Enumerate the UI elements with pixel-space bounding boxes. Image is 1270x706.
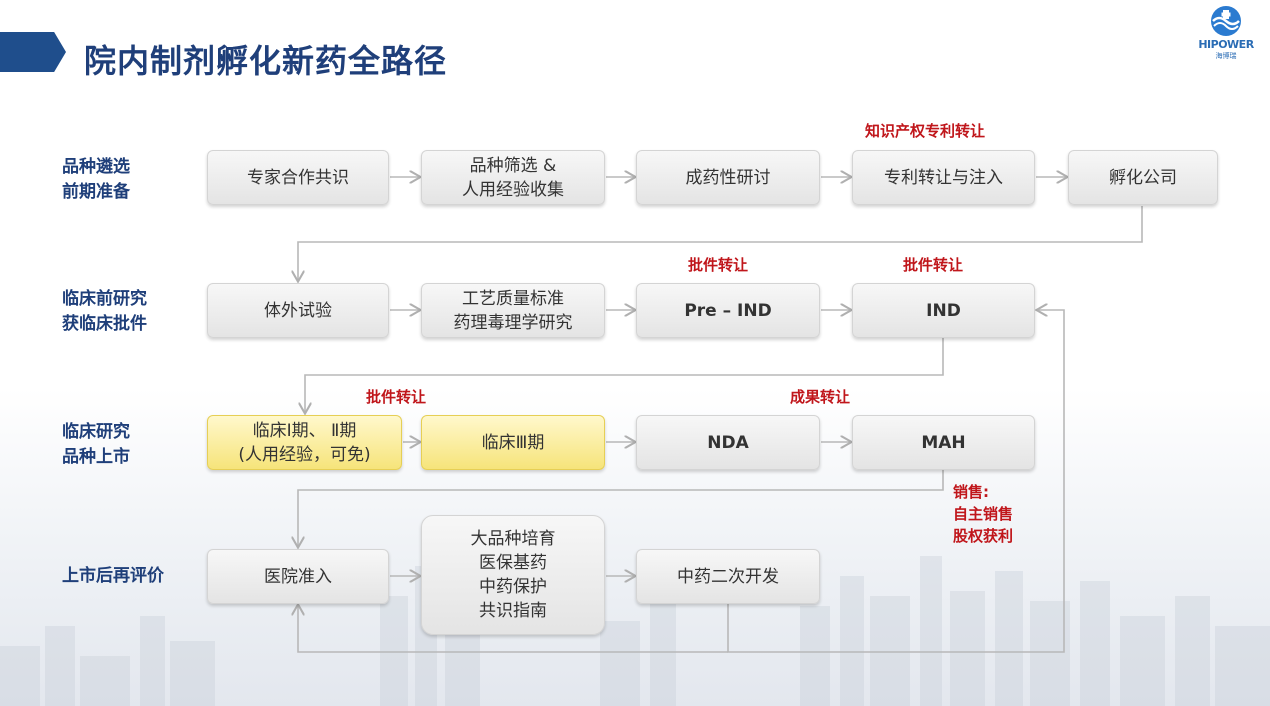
node-process-quality: 工艺质量标准 药理毒理学研究	[421, 283, 605, 338]
row-label-post-market: 上市后再评价	[62, 566, 164, 586]
node-hospital-access: 医院准入	[207, 549, 389, 604]
note-approval-transfer-clinical: 批件转让	[366, 388, 427, 406]
node-in-vitro-test: 体外试验	[207, 283, 389, 338]
node-tcm-secondary-development: 中药二次开发	[636, 549, 820, 604]
row-label-preclinical: 临床前研究 获临床批件	[62, 289, 147, 334]
node-ind: IND	[852, 283, 1035, 338]
node-variety-screening: 品种筛选 & 人用经验收集	[421, 150, 605, 205]
title-accent-bar	[0, 32, 66, 72]
company-logo: HIPOWER 海博瑞	[1194, 4, 1258, 68]
node-mah: MAH	[852, 415, 1035, 470]
logo-text: HIPOWER	[1198, 38, 1254, 51]
skyline-background	[0, 556, 1270, 706]
note-approval-transfer-ind: 批件转让	[903, 256, 964, 274]
node-clinical-phase-1-2: 临床Ⅰ期、 Ⅱ期 (人用经验，可免)	[207, 415, 402, 470]
note-result-transfer: 成果转让	[790, 388, 851, 406]
note-ip-transfer: 知识产权专利转让	[865, 122, 986, 140]
logo-icon	[1211, 6, 1241, 36]
node-expert-consensus: 专家合作共识	[207, 150, 389, 205]
node-drugability: 成药性研讨	[636, 150, 820, 205]
node-nda: NDA	[636, 415, 820, 470]
note-sales: 销售: 自主销售 股权获利	[953, 483, 1014, 545]
node-clinical-phase-3: 临床Ⅲ期	[421, 415, 605, 470]
node-pre-ind: Pre – IND	[636, 283, 820, 338]
page-title: 院内制剂孵化新药全路径	[84, 42, 448, 80]
node-incubator-company: 孵化公司	[1068, 150, 1218, 205]
row-label-clinical: 临床研究 品种上市	[62, 422, 130, 467]
logo-subtext: 海博瑞	[1215, 52, 1237, 60]
node-variety-cultivation: 大品种培育 医保基药 中药保护 共识指南	[421, 515, 605, 635]
row-label-selection: 品种遴选 前期准备	[62, 157, 130, 202]
note-approval-transfer-preind: 批件转让	[688, 256, 749, 274]
node-patent-transfer: 专利转让与注入	[852, 150, 1035, 205]
